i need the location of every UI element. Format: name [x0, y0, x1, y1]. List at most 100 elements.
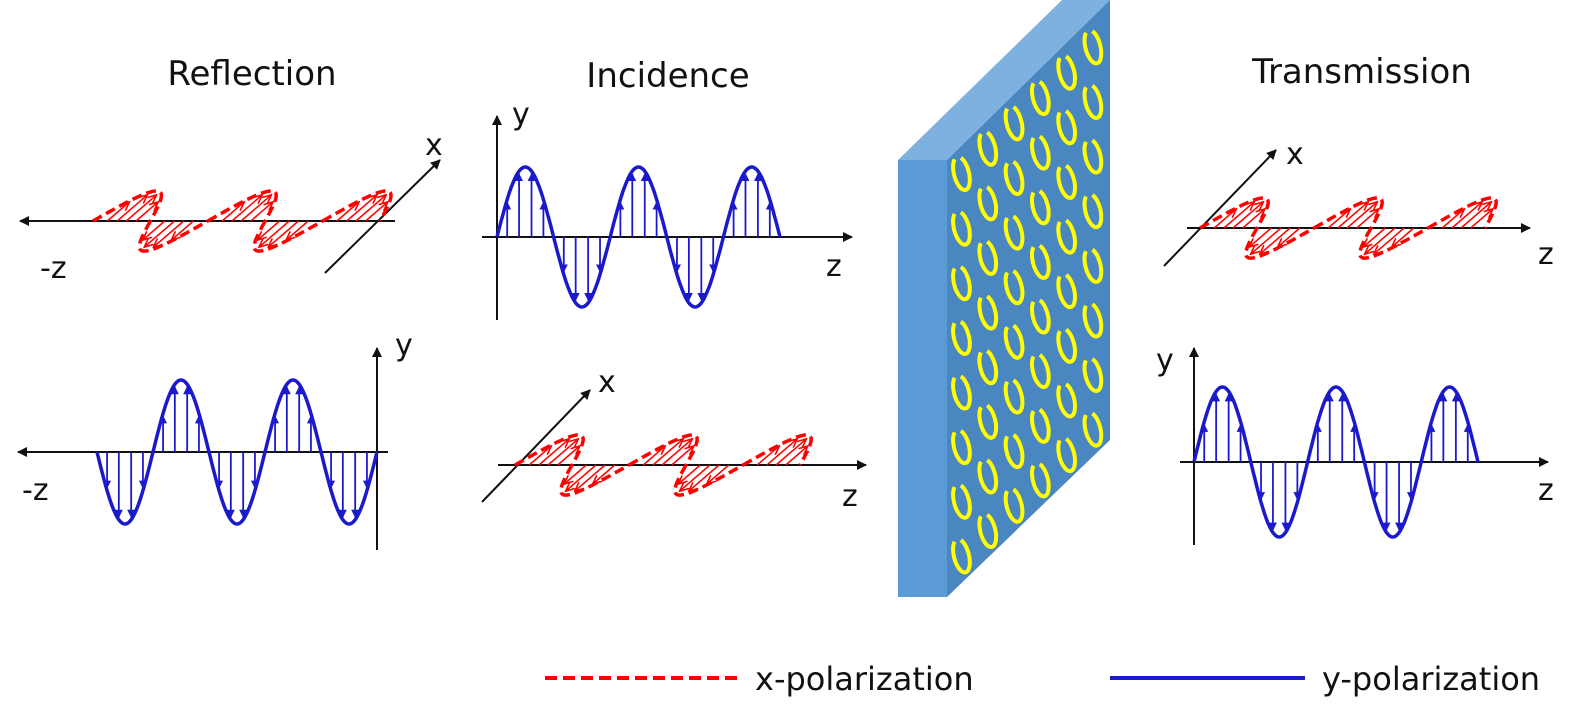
x-field-arrow: [346, 195, 377, 222]
x-field-arrow: [365, 202, 388, 222]
x-polarization-legend-label: x-polarization: [755, 660, 974, 698]
x-field-arrow: [1337, 202, 1368, 229]
x-field-lobe: [1244, 226, 1315, 260]
split-ring: [1056, 218, 1078, 255]
reflection-title: Reflection: [167, 54, 336, 94]
x-field-arrow: [707, 464, 730, 484]
split-ring: [1029, 189, 1051, 226]
x-field-arrow: [1470, 209, 1493, 229]
split-ring: [1029, 80, 1051, 116]
x-field-arrow: [143, 220, 166, 240]
x-field-arrow: [593, 464, 616, 484]
transmission-y-polarization-panel: y z: [1156, 343, 1554, 545]
transmission-bottom-z-label: z: [1538, 473, 1554, 508]
split-ring: [1082, 357, 1104, 394]
split-ring: [1056, 273, 1078, 310]
incidence-bottom-z-label: z: [842, 479, 858, 514]
x-field-arrow: [144, 220, 175, 247]
x-field-arrow: [106, 202, 129, 222]
x-field-arrow: [1249, 227, 1272, 247]
split-ring: [951, 265, 972, 302]
split-ring: [977, 403, 999, 440]
x-field-arrow: [1356, 209, 1379, 229]
x-field-arrow: [1232, 202, 1263, 229]
split-ring: [1029, 134, 1051, 171]
x-field-lobe: [514, 433, 585, 467]
split-ring: [951, 538, 972, 575]
incidence-y-label: y: [512, 97, 530, 132]
metasurface-slab: [898, 0, 1110, 597]
split-ring: [977, 130, 999, 167]
reflection-bottom-z-label: -z: [22, 473, 49, 508]
x-field-arrow: [661, 439, 692, 466]
split-ring: [1003, 105, 1025, 142]
x-field-lobe: [1313, 196, 1384, 230]
x-field-arrow: [1451, 202, 1482, 229]
slab-side-face: [898, 160, 947, 597]
x-field-arrow: [528, 446, 551, 466]
split-ring: [1003, 323, 1025, 360]
x-field-arrow: [689, 464, 720, 491]
split-ring: [951, 429, 972, 466]
x-field-arrow: [1460, 202, 1491, 229]
split-ring: [1003, 214, 1025, 251]
slab-top-face: [898, 0, 1110, 160]
transmission-x-wave: [1199, 196, 1498, 260]
x-field-arrow: [652, 439, 683, 466]
x-field-arrow: [557, 446, 580, 466]
split-ring: [1003, 487, 1025, 524]
x-field-arrow: [1213, 209, 1236, 229]
transmission-x-label: x: [1286, 137, 1304, 172]
transmission-y-label: y: [1156, 343, 1174, 378]
x-field-lobe: [1358, 226, 1429, 260]
x-field-lobe: [628, 433, 699, 467]
split-ring: [1003, 269, 1025, 306]
x-field-arrow: [680, 464, 711, 491]
x-field-arrow: [355, 195, 386, 222]
transmission-title: Transmission: [1251, 52, 1472, 92]
x-field-lobe: [742, 433, 813, 467]
reflection-y-label: y: [395, 328, 413, 363]
transmission-x-polarization-panel: x z: [1163, 137, 1554, 272]
x-field-arrow: [240, 195, 271, 222]
x-field-lobe: [1427, 196, 1498, 230]
split-ring: [977, 513, 999, 549]
x-field-arrow: [259, 220, 290, 247]
x-field-lobe: [673, 463, 744, 497]
incidence-x-axis: [481, 389, 591, 503]
x-field-arrow: [135, 202, 158, 222]
incidence-x-wave: [514, 433, 813, 497]
split-ring: [1056, 54, 1078, 91]
reflection-y-polarization-panel: y -z: [17, 328, 413, 550]
split-ring: [951, 320, 972, 356]
split-ring: [1029, 407, 1051, 444]
x-field-arrow: [1327, 209, 1350, 229]
incidence-x-polarization-panel: x z: [481, 365, 867, 514]
incidence-z-label: z: [826, 249, 842, 284]
x-field-arrow: [153, 220, 185, 247]
y-polarization-legend-label: y-polarization: [1322, 660, 1540, 698]
incidence-x-label: x: [598, 365, 616, 400]
x-field-arrow: [116, 195, 147, 222]
split-ring: [1082, 302, 1104, 339]
x-field-arrow: [1365, 227, 1396, 254]
split-ring: [1082, 411, 1104, 448]
reflection-x-wave: [92, 189, 393, 253]
reflection-y-wave: [95, 378, 379, 526]
x-field-arrow: [671, 446, 694, 466]
split-ring: [1056, 437, 1078, 474]
x-field-arrow: [1260, 227, 1291, 254]
split-ring: [951, 483, 972, 520]
split-ring: [977, 240, 999, 276]
split-ring: [1056, 382, 1078, 419]
split-ring: [1056, 163, 1078, 200]
transmission-y-wave: [1192, 385, 1480, 539]
x-field-arrow: [785, 446, 808, 466]
split-ring: [1082, 248, 1104, 284]
x-field-arrow: [575, 464, 606, 491]
x-field-arrow: [268, 220, 299, 247]
x-field-arrow: [1363, 227, 1386, 247]
split-ring: [1056, 109, 1078, 146]
x-field-lobe: [252, 219, 324, 253]
transmission-z-label: z: [1538, 237, 1554, 272]
